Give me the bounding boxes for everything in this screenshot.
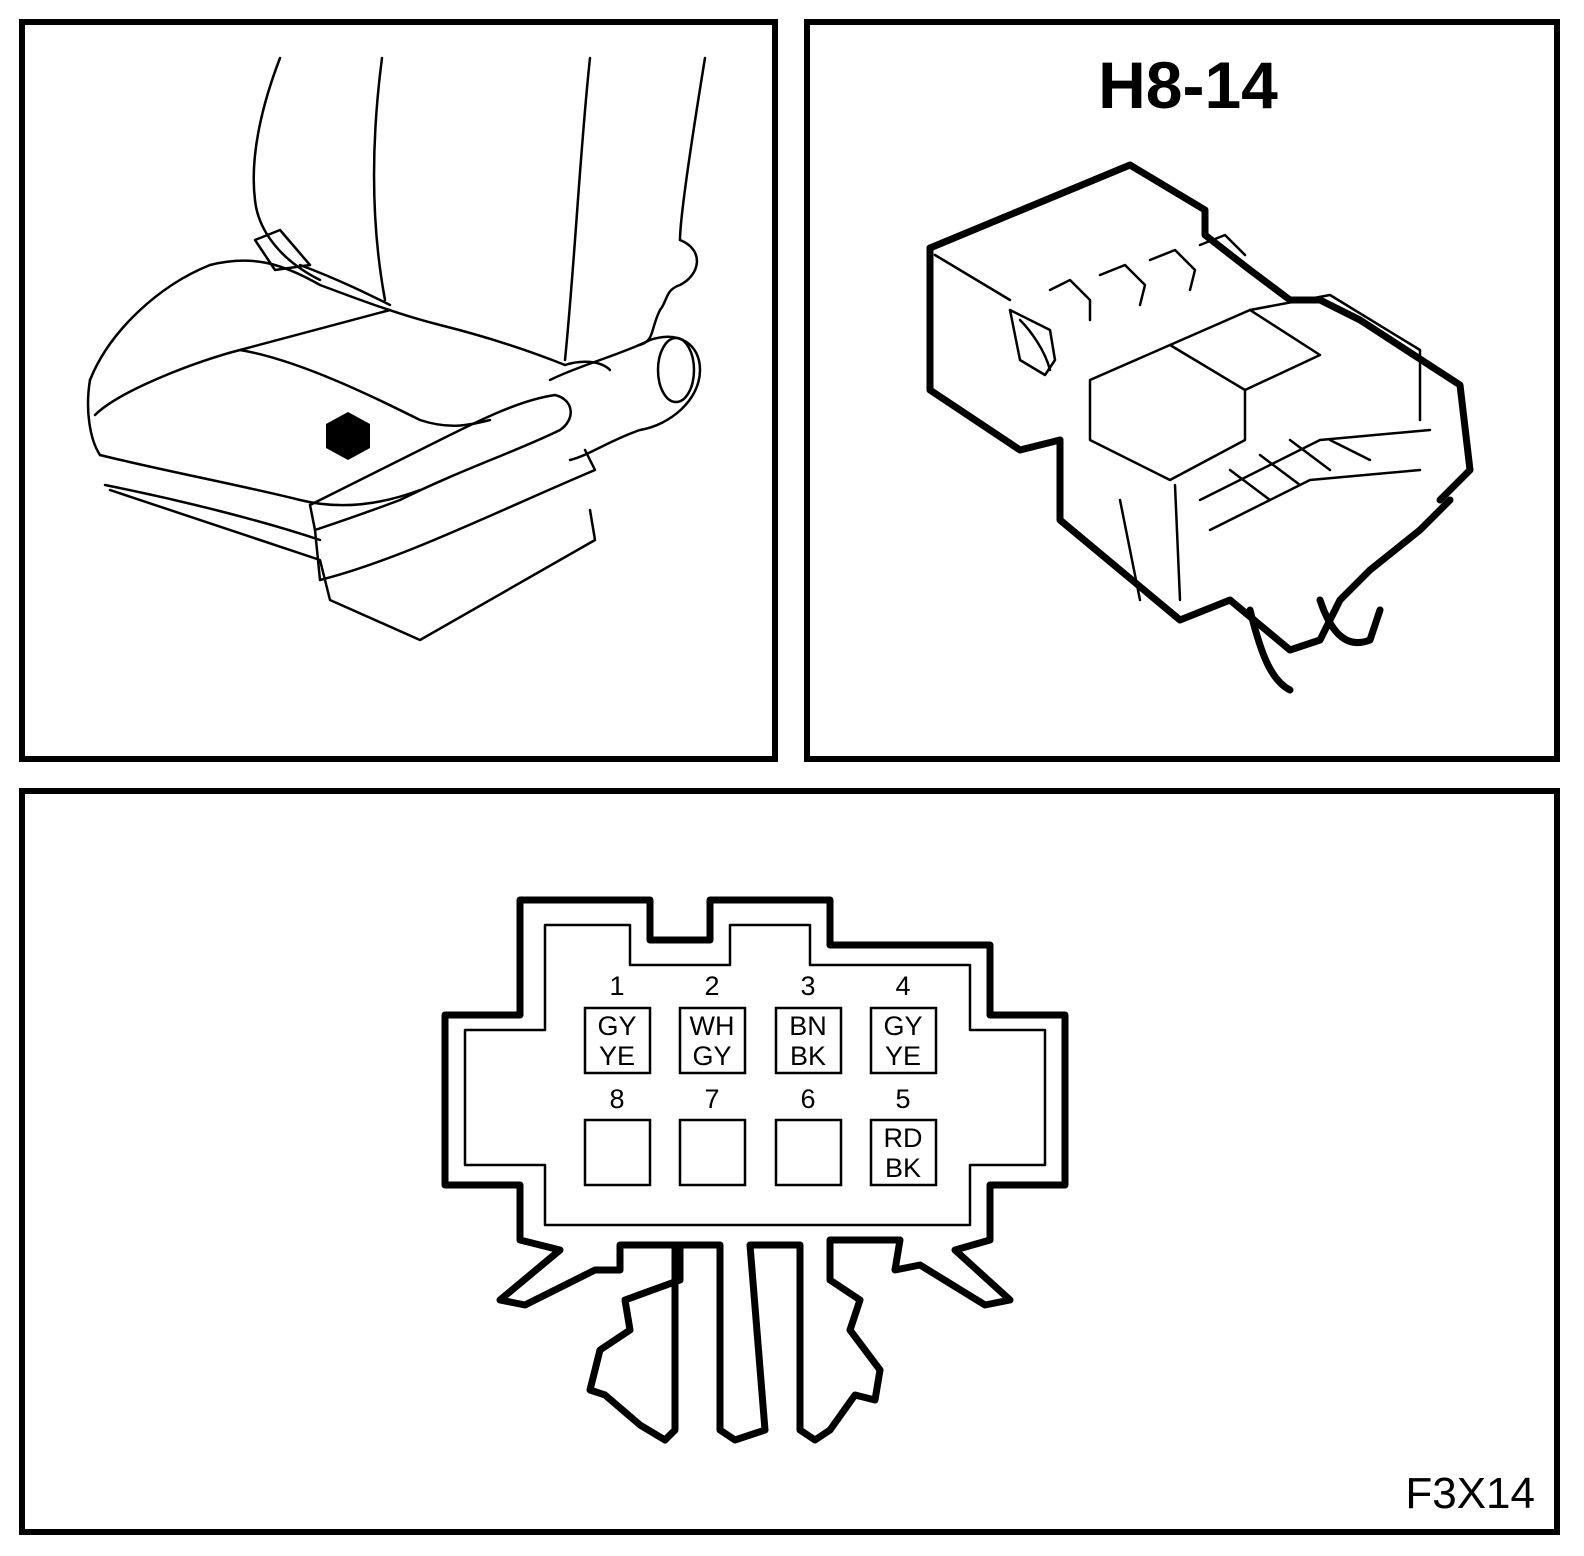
location-marker-hexagon xyxy=(326,412,370,460)
pin-cavity xyxy=(583,1006,652,1075)
pin-1: 1 GY YE xyxy=(583,971,652,1075)
pin-wire-color-2: BK xyxy=(790,1041,826,1071)
pin-cavity xyxy=(678,1006,747,1075)
pin-wire-color-2: BK xyxy=(885,1153,921,1183)
seat-panel xyxy=(19,19,778,762)
pin-cavity xyxy=(678,1118,747,1187)
connector-panel xyxy=(804,19,1560,762)
pin-wire-color-1: WH xyxy=(690,1011,735,1041)
pin-wire-color-2: YE xyxy=(599,1041,635,1071)
connector-face xyxy=(441,896,1069,1444)
pin-cavity xyxy=(774,1006,843,1075)
pin-6: 6 xyxy=(774,1084,843,1187)
pin-wire-color-1: GY xyxy=(597,1011,636,1041)
pin-8: 8 xyxy=(583,1084,652,1187)
pin-number: 6 xyxy=(800,1084,815,1114)
pin-number: 5 xyxy=(895,1084,910,1114)
pin-cavity xyxy=(583,1118,652,1187)
pin-number: 8 xyxy=(609,1084,624,1114)
pin-number: 1 xyxy=(609,971,624,1001)
pin-3: 3 BN BK xyxy=(774,971,843,1075)
pin-cavity xyxy=(774,1118,843,1187)
pin-number: 7 xyxy=(704,1084,719,1114)
pin-number: 3 xyxy=(800,971,815,1001)
pin-5: 5 RD BK xyxy=(869,1084,938,1187)
pin-2: 2 WH GY xyxy=(678,971,747,1075)
pin-wire-color-2: GY xyxy=(692,1041,731,1071)
pin-wire-color-1: GY xyxy=(883,1011,922,1041)
seat-illustration xyxy=(86,56,707,642)
connector-title: H8-14 xyxy=(1098,48,1278,122)
pin-wire-color-1: BN xyxy=(789,1011,827,1041)
pin-number: 4 xyxy=(895,971,910,1001)
pin-number: 2 xyxy=(704,971,719,1001)
connector-illustration xyxy=(926,161,1474,694)
pin-4: 4 GY YE xyxy=(869,971,938,1075)
pin-cavity xyxy=(869,1006,938,1075)
pin-cavity xyxy=(869,1118,938,1187)
pin-wire-color-2: YE xyxy=(885,1041,921,1071)
pin-7: 7 xyxy=(678,1084,747,1187)
figure-id: F3X14 xyxy=(1405,1469,1535,1518)
pin-wire-color-1: RD xyxy=(884,1123,923,1153)
